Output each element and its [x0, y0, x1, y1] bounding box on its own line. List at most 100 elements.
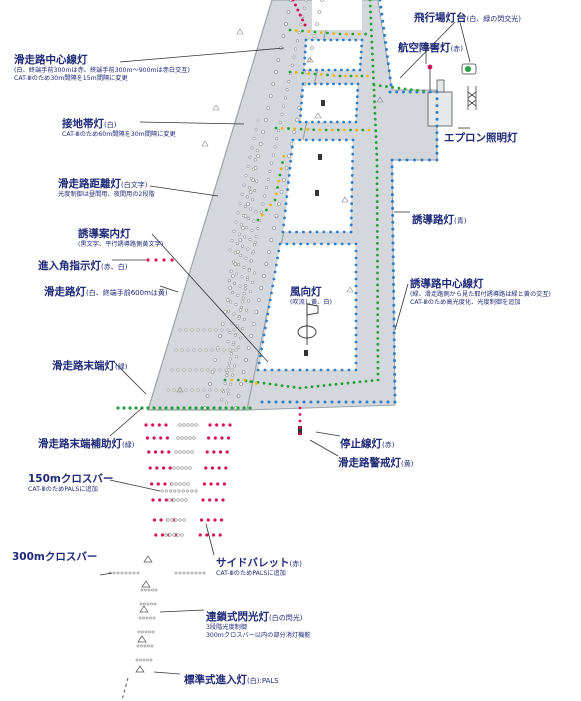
touchdown-zone-light	[235, 324, 239, 328]
approach-center-light	[144, 588, 147, 592]
touchdown-zone-light	[253, 158, 257, 162]
taxiway-edge-light	[272, 277, 276, 281]
runway-edge-light	[294, 118, 299, 122]
side-barrette-light	[158, 498, 162, 502]
side-barrette-light	[221, 498, 225, 502]
taxiway-centerline-light	[370, 34, 373, 38]
runway-edge-light	[251, 322, 256, 326]
taxiway-edge-light	[392, 324, 396, 328]
approach-center-light	[153, 602, 157, 606]
touchdown-zone-light	[249, 290, 253, 294]
approach-center-light	[194, 423, 198, 427]
side-barrette-light	[214, 498, 218, 502]
approach-center-light	[151, 630, 155, 634]
approach-center-light	[147, 588, 151, 592]
taxiway-edge-light	[319, 82, 323, 86]
taxiway-edge-light	[408, 90, 412, 94]
approach-center-light	[190, 423, 194, 427]
touchdown-zone-light	[250, 228, 254, 232]
taxiway-centerline-light	[376, 360, 380, 364]
taxiway-centerline-light	[292, 385, 296, 389]
taxiway-edge-light	[284, 368, 288, 372]
runway-centerline-light	[244, 284, 248, 288]
taxiway-edge-light	[303, 50, 307, 54]
taxiway-edge-light	[338, 82, 342, 86]
runway-centerline-light	[290, 63, 294, 67]
sign-marker	[376, 96, 384, 103]
runway-centerline-light	[273, 145, 277, 149]
taxiway-edge-light	[270, 368, 274, 372]
taxiway-edge-light	[304, 38, 308, 42]
touchdown-zone-light	[228, 248, 232, 252]
taxiway-edge-light	[388, 76, 392, 80]
runway-centerline-light	[285, 88, 289, 92]
crossbar-300m-light	[124, 571, 128, 575]
touchdown-zone-light	[247, 299, 251, 303]
taxiway-edge-light	[401, 90, 405, 94]
taxiway-edge-light	[332, 82, 335, 86]
runway-edge-light	[289, 142, 294, 146]
apron-floodlight-mast	[467, 86, 477, 110]
runway-edge-light	[267, 250, 271, 254]
touchdown-zone-light	[232, 312, 236, 316]
taxiway-edge-light	[390, 193, 394, 197]
runway-edge-light	[268, 94, 273, 98]
leader-line	[153, 671, 181, 675]
side-barrette-light	[167, 450, 171, 454]
label-150m-crossbar: 150mクロスバー CAT-ⅢのためPALSに追加	[28, 473, 114, 494]
taxiway-edge-light	[299, 242, 303, 246]
taxiway-centerline-light	[376, 372, 380, 376]
touchdown-zone-light	[180, 348, 184, 352]
runway-centerline-light	[270, 161, 274, 165]
stop-bar-light	[298, 432, 302, 436]
taxiway-edge-light	[260, 347, 264, 351]
taxiway-edge-light	[283, 209, 287, 213]
side-barrette-light	[147, 450, 151, 454]
label-touchdown-zone: 接地帯灯(白) CAT-Ⅲのため60m間隔を30m間隔に変更	[62, 118, 176, 139]
taxiway-edge-light	[354, 114, 358, 118]
taxiway-centerline-light	[357, 32, 361, 36]
taxiway-edge-light	[359, 50, 363, 54]
taxiway-centerline-light	[372, 94, 376, 98]
side-barrette-light	[227, 436, 231, 440]
taxiway-edge-light	[392, 303, 396, 307]
runway-edge-light	[279, 190, 284, 194]
taxiway-edge-light	[323, 38, 327, 42]
taxiway-centerline-light	[385, 85, 388, 88]
touchdown-zone-light	[220, 328, 224, 332]
taxiway-edge-light	[270, 291, 273, 295]
approach-extension	[121, 677, 129, 701]
sign-marker	[341, 196, 349, 203]
touchdown-zone-light	[244, 174, 248, 178]
taxiway-edge-light	[391, 248, 395, 252]
side-barrette-light	[208, 423, 212, 427]
runway-edge-light	[315, 22, 319, 26]
taxiway-centerline-light	[299, 127, 303, 131]
stop-bar-light	[298, 406, 302, 410]
taxiway-edge-light	[358, 68, 362, 72]
taxiway-edge-light	[262, 333, 266, 337]
side-barrette-light	[208, 498, 212, 502]
taxiway-edge-light	[435, 158, 439, 162]
taxiway-centerline-light	[376, 295, 380, 299]
taxiway-edge-light	[392, 317, 396, 321]
touchdown-zone-light	[235, 355, 239, 359]
taxiway-centerline-light	[280, 126, 284, 130]
side-barrette-light	[148, 466, 152, 470]
runway-centerline-light	[302, 6, 306, 10]
taxiway-centerline-light	[376, 253, 379, 257]
sign-marker	[176, 386, 184, 393]
leader-line	[113, 361, 147, 395]
touchdown-zone-light	[214, 388, 218, 392]
touchdown-zone-light	[239, 305, 243, 309]
touchdown-zone-light	[218, 368, 222, 372]
touchdown-zone-light	[184, 388, 188, 392]
side-barrette-light	[211, 533, 216, 537]
touchdown-zone-light	[233, 364, 237, 368]
taxiway-centerline-light	[330, 128, 334, 132]
taxiway-centerline-light	[358, 380, 362, 384]
side-barrette-light	[153, 450, 158, 454]
taxiway-edge-light	[256, 368, 260, 372]
touchdown-zone-light	[235, 241, 239, 245]
taxiway-centerline-light	[279, 167, 283, 171]
